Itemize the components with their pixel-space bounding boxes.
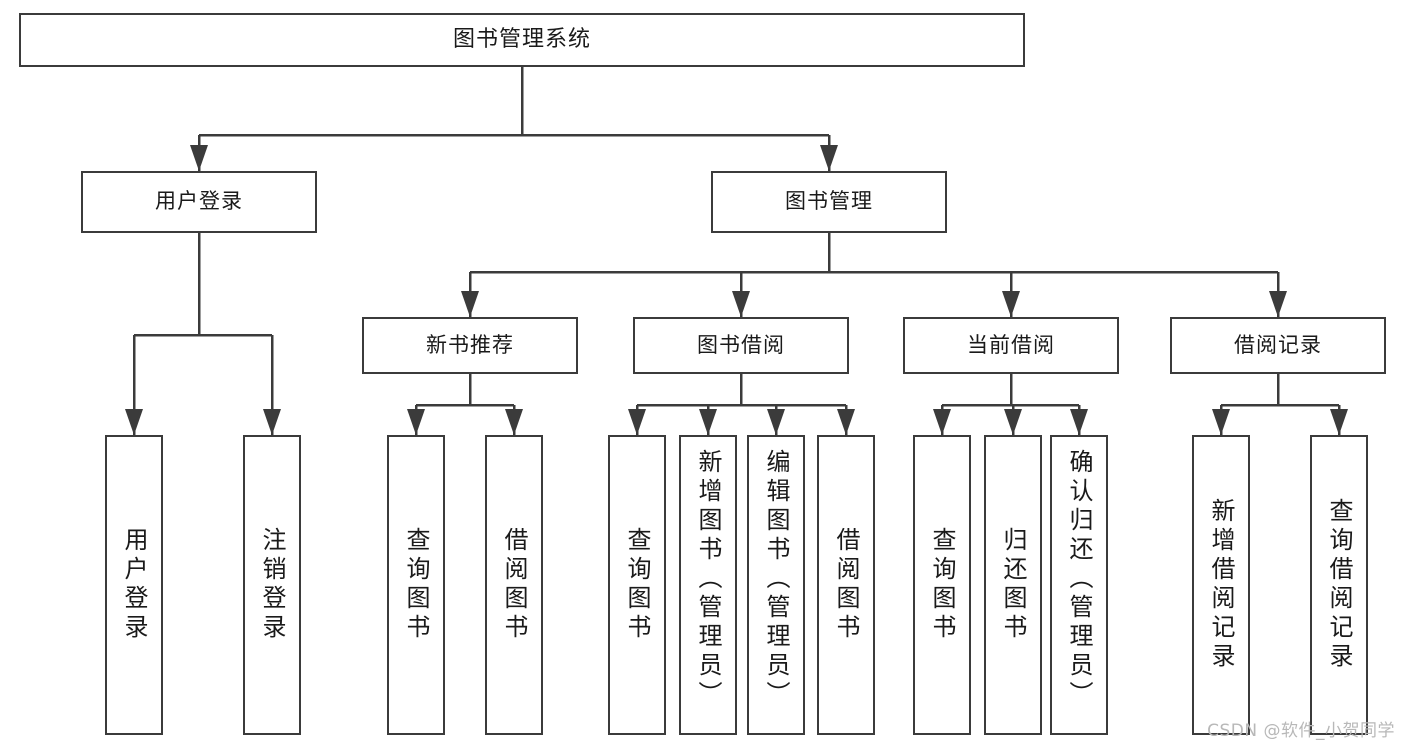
arrowhead-leaf-r-add bbox=[1212, 409, 1230, 435]
node-leaf-c-query[interactable]: 查询图书 bbox=[913, 435, 971, 735]
node-label-leaf-c-query: 查询图书 bbox=[928, 527, 956, 643]
arrowhead-leaf-b-borrow bbox=[837, 409, 855, 435]
node-leaf-new-query[interactable]: 查询图书 bbox=[387, 435, 445, 735]
node-leaf-b-add[interactable]: 新增图书（管理员） bbox=[679, 435, 737, 735]
node-label-leaf-new-query: 查询图书 bbox=[402, 527, 430, 643]
node-leaf-b-query[interactable]: 查询图书 bbox=[608, 435, 666, 735]
node-leaf-user-login[interactable]: 用户登录 bbox=[105, 435, 163, 735]
node-label-current: 当前借阅 bbox=[967, 332, 1055, 357]
node-newbooks[interactable]: 新书推荐 bbox=[362, 317, 578, 374]
node-label-login: 用户登录 bbox=[155, 189, 243, 214]
arrowhead-leaf-c-query bbox=[933, 409, 951, 435]
node-label-leaf-b-borrow: 借阅图书 bbox=[832, 527, 860, 643]
arrowhead-leaf-new-query bbox=[407, 409, 425, 435]
node-leaf-new-borrow[interactable]: 借阅图书 bbox=[485, 435, 543, 735]
node-label-leaf-user-logout: 注销登录 bbox=[258, 527, 286, 643]
arrowhead-leaf-b-query bbox=[628, 409, 646, 435]
arrowhead-leaf-new-borrow bbox=[505, 409, 523, 435]
arrowhead-leaf-r-query bbox=[1330, 409, 1348, 435]
node-label-leaf-user-login: 用户登录 bbox=[120, 527, 148, 643]
node-leaf-b-borrow[interactable]: 借阅图书 bbox=[817, 435, 875, 735]
node-current[interactable]: 当前借阅 bbox=[903, 317, 1119, 374]
node-leaf-c-confirm[interactable]: 确认归还（管理员） bbox=[1050, 435, 1108, 735]
node-label-bookmgmt: 图书管理 bbox=[785, 189, 873, 214]
arrowhead-borrow bbox=[732, 291, 750, 317]
arrowhead-current bbox=[1002, 291, 1020, 317]
arrowhead-leaf-c-confirm bbox=[1070, 409, 1088, 435]
arrowhead-bookmgmt bbox=[820, 145, 838, 171]
node-label-leaf-c-return: 归还图书 bbox=[999, 527, 1027, 643]
node-root[interactable]: 图书管理系统 bbox=[19, 13, 1025, 67]
arrowhead-leaf-b-add bbox=[699, 409, 717, 435]
node-borrow[interactable]: 图书借阅 bbox=[633, 317, 849, 374]
node-leaf-r-query[interactable]: 查询借阅记录 bbox=[1310, 435, 1368, 735]
node-label-leaf-c-confirm: 确认归还（管理员） bbox=[1065, 449, 1093, 710]
node-leaf-r-add[interactable]: 新增借阅记录 bbox=[1192, 435, 1250, 735]
node-leaf-b-edit[interactable]: 编辑图书（管理员） bbox=[747, 435, 805, 735]
node-label-records: 借阅记录 bbox=[1234, 332, 1322, 357]
arrowhead-leaf-c-return bbox=[1004, 409, 1022, 435]
node-bookmgmt[interactable]: 图书管理 bbox=[711, 171, 947, 233]
node-label-borrow: 图书借阅 bbox=[697, 332, 785, 357]
node-label-newbooks: 新书推荐 bbox=[426, 332, 514, 357]
arrowhead-leaf-user-login bbox=[125, 409, 143, 435]
arrowhead-leaf-user-logout bbox=[263, 409, 281, 435]
node-label-leaf-b-add: 新增图书（管理员） bbox=[694, 449, 722, 710]
node-label-leaf-b-edit: 编辑图书（管理员） bbox=[762, 449, 790, 710]
node-label-leaf-new-borrow: 借阅图书 bbox=[500, 527, 528, 643]
node-leaf-c-return[interactable]: 归还图书 bbox=[984, 435, 1042, 735]
node-leaf-user-logout[interactable]: 注销登录 bbox=[243, 435, 301, 735]
node-label-leaf-r-query: 查询借阅记录 bbox=[1325, 498, 1353, 672]
node-records[interactable]: 借阅记录 bbox=[1170, 317, 1386, 374]
node-label-root: 图书管理系统 bbox=[452, 26, 591, 52]
arrowhead-leaf-b-edit bbox=[767, 409, 785, 435]
watermark-label: CSDN @软件_小贺同学 bbox=[1207, 721, 1395, 741]
arrowhead-records bbox=[1269, 291, 1287, 317]
node-label-leaf-r-add: 新增借阅记录 bbox=[1207, 498, 1235, 672]
arrowhead-login bbox=[190, 145, 208, 171]
arrowhead-newbooks bbox=[461, 291, 479, 317]
node-label-leaf-b-query: 查询图书 bbox=[623, 527, 651, 643]
node-login[interactable]: 用户登录 bbox=[81, 171, 317, 233]
